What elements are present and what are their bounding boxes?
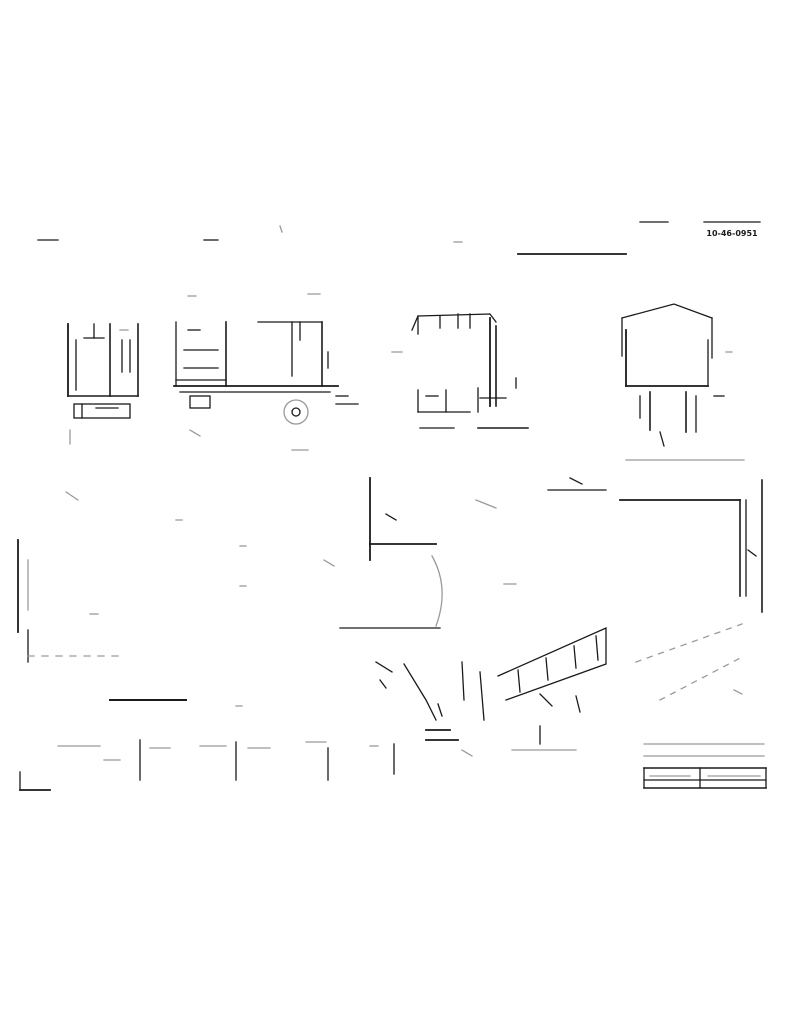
- end-view-right: [621, 303, 745, 461]
- front-elevation-view: [391, 313, 529, 429]
- header-lines: [37, 221, 761, 255]
- conveyor-detail-view: [109, 623, 745, 741]
- bottom-annotation-row: [19, 725, 577, 791]
- plan-section-view: [17, 477, 763, 663]
- side-elevation-view: [173, 293, 359, 451]
- title-block: [643, 743, 767, 789]
- end-view-left: [67, 323, 139, 445]
- drawing-number: 10-46-0951: [706, 229, 758, 238]
